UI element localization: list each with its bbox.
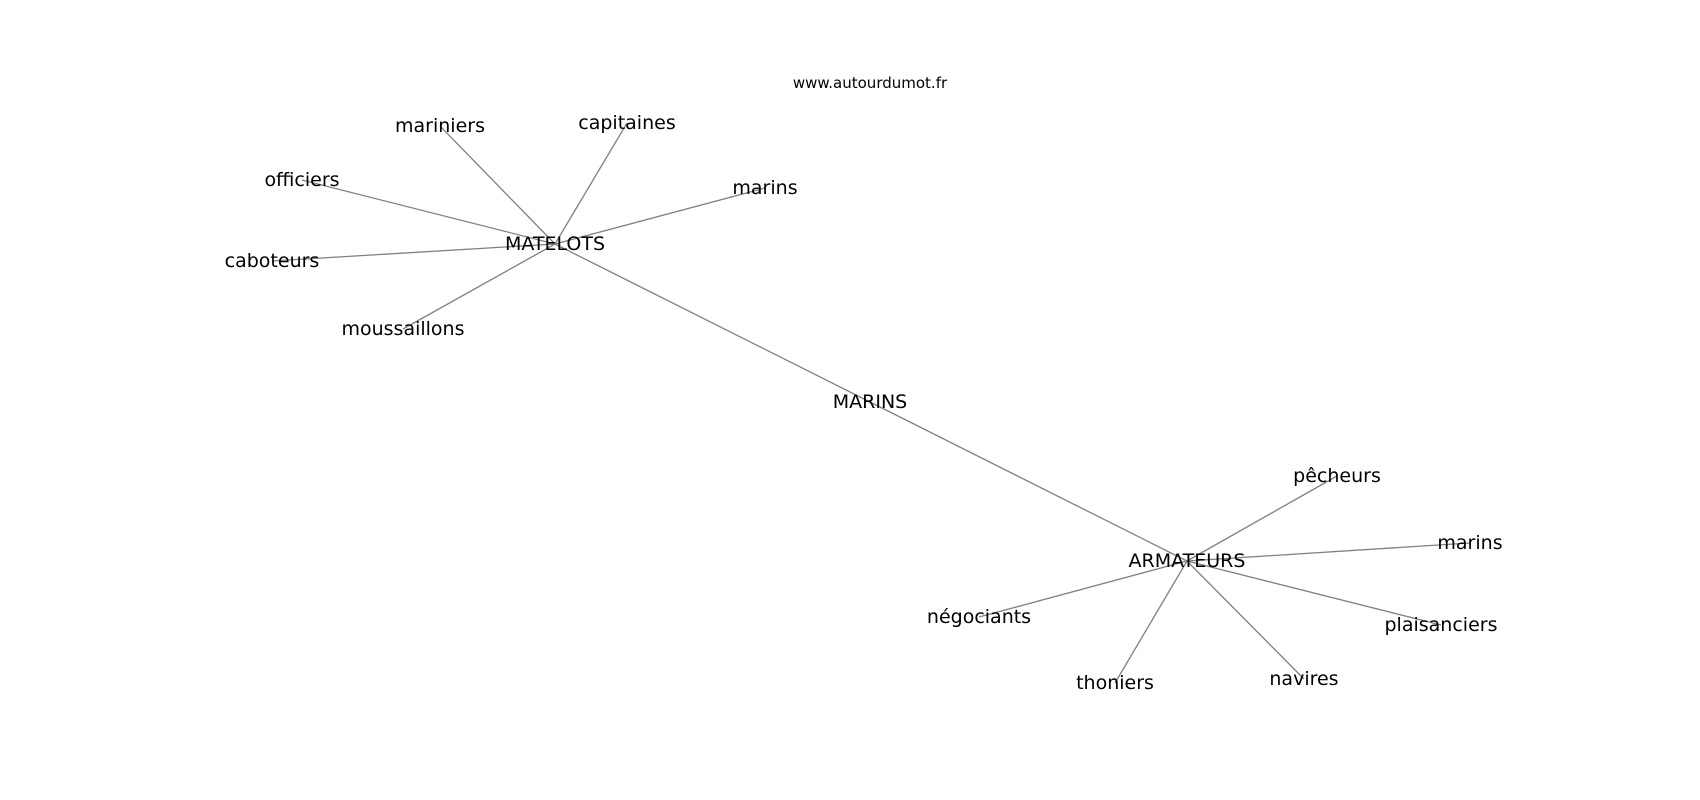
node-capitaines: capitaines	[578, 112, 675, 134]
edge-hub_matelots-caboteurs	[271, 243, 556, 262]
node-marins-top: marins	[732, 177, 797, 199]
edge-hub_armateurs-thoniers	[1114, 560, 1188, 684]
node-plaisanciers: plaisanciers	[1385, 614, 1498, 636]
edge-hub_matelots-capitaines	[554, 122, 628, 245]
node-negociants: négociants	[927, 606, 1031, 628]
node-moussaillons: moussaillons	[341, 318, 464, 340]
node-pecheurs: pêcheurs	[1293, 465, 1381, 487]
edge-hub_matelots-marins_top	[554, 187, 766, 245]
edge-hub_armateurs-marins_bottom	[1186, 542, 1471, 562]
edge-hub_matelots-officiers	[301, 179, 556, 245]
edge-hub_armateurs-plaisanciers	[1186, 560, 1442, 626]
node-mariniers: mariniers	[395, 115, 485, 137]
edge-hub_matelots-moussaillons	[402, 243, 556, 330]
watermark: www.autourdumot.fr	[793, 74, 948, 92]
node-caboteurs: caboteurs	[225, 250, 320, 272]
node-officiers: officiers	[264, 169, 339, 191]
graph-labels: MARINS MATELOTS ARMATEURS mariniers capitain…	[225, 112, 1503, 694]
edge-center-hub_matelots	[554, 243, 871, 403]
node-navires: navires	[1269, 668, 1338, 690]
node-marins-bottom: marins	[1437, 532, 1502, 554]
edge-hub_armateurs-navires	[1186, 560, 1305, 680]
node-thoniers: thoniers	[1076, 672, 1154, 694]
edge-hub_armateurs-pecheurs	[1186, 475, 1338, 562]
edge-hub_armateurs-negociants	[978, 560, 1188, 618]
node-center: MARINS	[833, 391, 907, 413]
node-hub-armateurs: ARMATEURS	[1129, 550, 1246, 572]
node-hub-matelots: MATELOTS	[505, 233, 605, 255]
edge-hub_matelots-mariniers	[439, 125, 556, 245]
graph-edges	[271, 122, 1471, 684]
edge-center-hub_armateurs	[869, 401, 1188, 562]
